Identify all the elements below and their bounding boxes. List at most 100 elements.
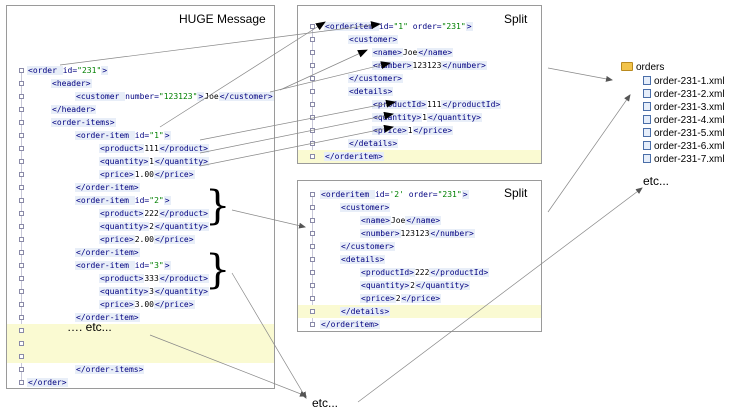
fold-marker-icon[interactable] <box>310 244 315 249</box>
xml-token-attr: id= <box>378 22 394 31</box>
fold-marker-icon[interactable] <box>310 192 315 197</box>
xml-file-name: order-231-3.xml <box>654 102 725 113</box>
xml-line: <name>Joe</name> <box>298 46 541 59</box>
fold-marker-icon[interactable] <box>310 309 315 314</box>
xml-token-txt: 123123 <box>412 61 442 70</box>
xml-file-item[interactable]: order-231-1.xml <box>643 76 725 89</box>
xml-token-tag: </number> <box>429 229 475 238</box>
xml-code: <customer> <box>340 201 391 214</box>
fold-marker-icon[interactable] <box>19 380 24 385</box>
fold-marker-icon[interactable] <box>19 94 24 99</box>
fold-marker-icon[interactable] <box>310 283 315 288</box>
fold-marker-icon[interactable] <box>19 302 24 307</box>
fold-marker-icon[interactable] <box>310 63 315 68</box>
fold-marker-icon[interactable] <box>19 315 24 320</box>
fold-marker-icon[interactable] <box>310 37 315 42</box>
xml-token-tag: <details> <box>348 87 394 96</box>
xml-token-tag: <customer> <box>340 203 391 212</box>
fold-marker-icon[interactable] <box>19 328 24 333</box>
fold-marker-icon[interactable] <box>19 367 24 372</box>
fold-marker-icon[interactable] <box>19 107 24 112</box>
etc-right-label: etc... <box>643 174 670 188</box>
etc-bottom-label: etc... <box>312 396 339 410</box>
xml-code: <name>Joe</name> <box>372 46 454 59</box>
fold-marker-icon[interactable] <box>310 218 315 223</box>
xml-token-val: "231" <box>77 66 102 75</box>
xml-file-item[interactable]: order-231-4.xml <box>643 115 725 128</box>
fold-marker-icon[interactable] <box>19 185 24 190</box>
xml-token-tag: <name> <box>360 216 391 225</box>
xml-code: <quantity>3</quantity> <box>99 285 209 298</box>
xml-token-tag: </product> <box>158 274 209 283</box>
fold-marker-icon[interactable] <box>19 68 24 73</box>
fold-marker-icon[interactable] <box>310 322 315 327</box>
orders-folder[interactable]: orders <box>621 62 664 75</box>
fold-marker-icon[interactable] <box>19 250 24 255</box>
xml-code: <productId>222</productId> <box>360 266 490 279</box>
fold-marker-icon[interactable] <box>19 198 24 203</box>
xml-line: <quantity>1</quantity> <box>7 155 274 168</box>
xml-file-item[interactable]: order-231-6.xml <box>643 141 725 154</box>
xml-code: <details> <box>340 253 386 266</box>
fold-marker-icon[interactable] <box>19 120 24 125</box>
xml-token-val: "1" <box>393 22 408 31</box>
fold-marker-icon[interactable] <box>310 141 315 146</box>
xml-token-tag: <price> <box>99 300 135 309</box>
fold-marker-icon[interactable] <box>19 263 24 268</box>
xml-file-name: order-231-6.xml <box>654 141 725 152</box>
fold-marker-icon[interactable] <box>310 257 315 262</box>
fold-marker-icon[interactable] <box>310 89 315 94</box>
xml-token-tag: </order-item> <box>75 183 140 192</box>
xml-line: <quantity>2</quantity> <box>7 220 274 233</box>
xml-token-tag: <quantity> <box>360 281 411 290</box>
xml-file-icon <box>643 89 651 98</box>
xml-file-item[interactable]: order-231-5.xml <box>643 128 725 141</box>
fold-marker-icon[interactable] <box>310 270 315 275</box>
fold-marker-icon[interactable] <box>310 102 315 107</box>
xml-token-txt: 1.00 <box>134 170 154 179</box>
xml-code: <order id="231"> <box>27 64 109 77</box>
xml-token-tag: <number> <box>360 229 401 238</box>
fold-marker-icon[interactable] <box>19 341 24 346</box>
xml-file-icon <box>643 128 651 137</box>
xml-file-item[interactable]: order-231-7.xml <box>643 154 725 167</box>
xml-token-txt: 1 <box>407 126 413 135</box>
fold-marker-icon[interactable] <box>310 205 315 210</box>
fold-marker-icon[interactable] <box>19 224 24 229</box>
fold-marker-icon[interactable] <box>310 50 315 55</box>
xml-token-tag: <order-item <box>75 261 135 270</box>
xml-token-tag: </quantity> <box>427 113 482 122</box>
xml-token-tag: <quantity> <box>99 287 150 296</box>
fold-marker-icon[interactable] <box>310 296 315 301</box>
fold-marker-icon[interactable] <box>19 237 24 242</box>
xml-token-tag: </order-items> <box>75 365 145 374</box>
xml-code: <number>123123</number> <box>360 227 475 240</box>
fold-marker-icon[interactable] <box>310 76 315 81</box>
fold-marker-icon[interactable] <box>310 154 315 159</box>
xml-token-txt: Joe <box>402 48 418 57</box>
fold-marker-icon[interactable] <box>19 354 24 359</box>
xml-file-name: order-231-5.xml <box>654 128 725 139</box>
xml-file-item[interactable]: order-231-2.xml <box>643 89 725 102</box>
xml-token-val: "1" <box>149 131 164 140</box>
xml-token-tag: </details> <box>340 307 391 316</box>
fold-marker-icon[interactable] <box>310 115 315 120</box>
fold-marker-icon[interactable] <box>310 128 315 133</box>
fold-marker-icon[interactable] <box>19 81 24 86</box>
xml-file-icon <box>643 115 651 124</box>
fold-marker-icon[interactable] <box>19 146 24 151</box>
xml-line: <order-item id="1"> <box>7 129 274 142</box>
fold-marker-icon[interactable] <box>19 159 24 164</box>
xml-file-item[interactable]: order-231-3.xml <box>643 102 725 115</box>
fold-marker-icon[interactable] <box>19 289 24 294</box>
fold-marker-icon[interactable] <box>19 211 24 216</box>
link-split1-to-orders <box>547 67 613 82</box>
xml-line: <number>123123</number> <box>298 227 541 240</box>
xml-code: </details> <box>340 305 391 318</box>
fold-marker-icon[interactable] <box>19 133 24 138</box>
fold-marker-icon[interactable] <box>19 172 24 177</box>
fold-marker-icon[interactable] <box>19 276 24 281</box>
fold-marker-icon[interactable] <box>310 24 315 29</box>
fold-marker-icon[interactable] <box>310 231 315 236</box>
xml-token-txt: 222 <box>414 268 430 277</box>
